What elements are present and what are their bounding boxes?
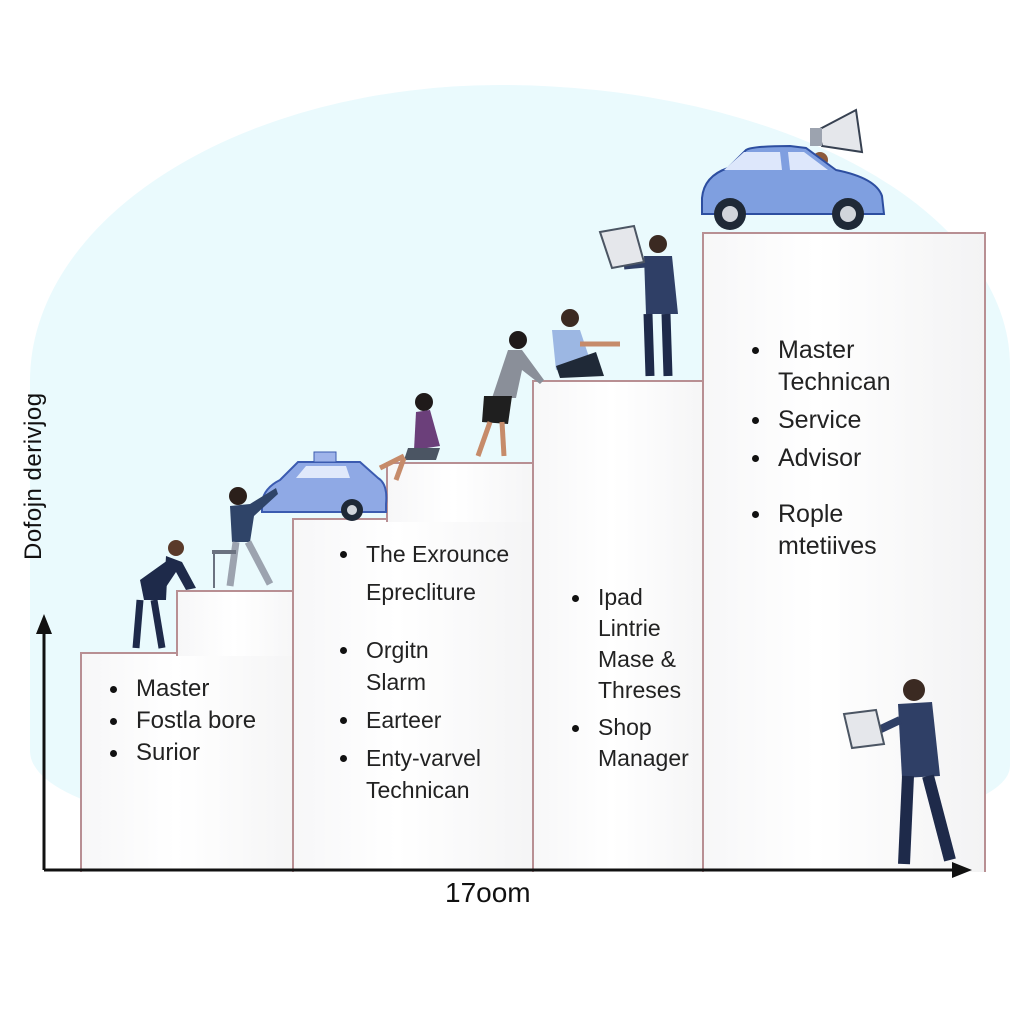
- step-2-item-7: Technican: [366, 777, 470, 803]
- step-2-item-5: Earteer: [334, 704, 546, 736]
- step-1-item-2: Fostla bore: [104, 705, 304, 737]
- person-icon: [552, 309, 620, 378]
- step-1-text: Master Fostla bore Surior: [104, 673, 304, 775]
- step-3-item-4: Threses: [598, 677, 682, 703]
- step-1-item-3: Surior: [104, 737, 304, 769]
- person-icon: [475, 331, 544, 457]
- step-2-item-6: Enty-varvel: [334, 742, 546, 774]
- step-2-top: [386, 462, 554, 522]
- step-4-item-5: Rople: [746, 498, 976, 530]
- person-icon: [212, 487, 278, 588]
- person-icon: [132, 540, 196, 649]
- person-icon: [860, 679, 956, 865]
- step-2-item-2: Eprecliture: [366, 579, 476, 605]
- step-3: [532, 380, 730, 872]
- step-1-item-1: Master: [104, 673, 304, 705]
- step-3-item-2: Lintrie: [598, 615, 661, 641]
- step-4-text: Master Technican Service Advisor Rople m…: [746, 334, 976, 568]
- step-2: [292, 518, 554, 872]
- x-axis-title: 17oom: [445, 877, 531, 908]
- person-icon: [378, 393, 440, 481]
- step-4-item-6: mtetiives: [778, 532, 877, 560]
- step-2-item-3: Orgitn: [334, 634, 546, 666]
- step-3-item-5: Shop: [566, 712, 722, 743]
- step-1: [80, 652, 320, 872]
- car-icon: [701, 144, 886, 230]
- tablet-icon: [598, 224, 646, 270]
- step-2-text: The Exrounce Eprecliture Orgitn Slarm Ea…: [334, 538, 546, 812]
- step-2-item-1: The Exrounce: [334, 538, 546, 570]
- car-icon: [261, 451, 388, 521]
- tablet-icon: [842, 708, 886, 750]
- step-3-text: Ipad Lintrie Mase & Threses Shop Manager: [566, 582, 722, 780]
- step-4-item-2: Technican: [778, 368, 891, 396]
- step-4-item-1: Master: [746, 334, 976, 366]
- step-4-item-3: Service: [746, 404, 976, 436]
- step-3-item-6: Manager: [598, 745, 689, 771]
- axes: [36, 614, 972, 878]
- step-3-item-1: Ipad: [566, 582, 722, 613]
- step-3-item-3: Mase &: [598, 646, 676, 672]
- step-4-item-4: Advisor: [746, 442, 976, 474]
- step-2-item-4: Slarm: [366, 669, 427, 695]
